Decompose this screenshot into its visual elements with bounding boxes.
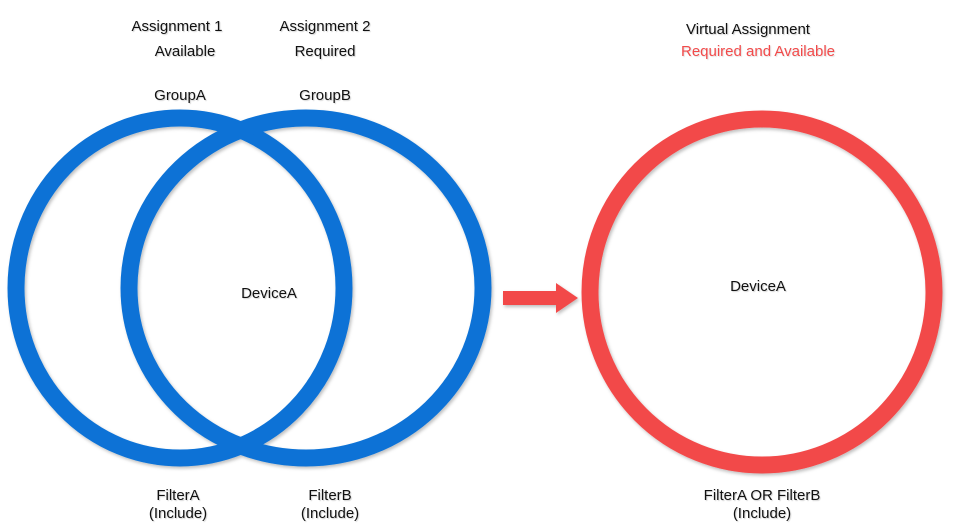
assignment-1-title: Assignment 1 <box>131 18 223 35</box>
assignment-2-intent: Required <box>294 43 356 60</box>
filter-b-mode: (Include) <box>300 505 360 522</box>
filter-b-name: FilterB <box>308 487 352 504</box>
virtual-assignment-ring <box>581 110 943 474</box>
virtual-filter-mode: (Include) <box>732 505 792 522</box>
overlap-device-label: DeviceA <box>241 285 297 302</box>
filter-a-mode: (Include) <box>148 505 208 522</box>
virtual-filter-block: FilterA OR FilterB (Include) <box>704 487 821 523</box>
virtual-assignment-title: Virtual Assignment <box>686 21 810 38</box>
filter-b-block: FilterB (Include) <box>301 487 359 523</box>
group-b-ring <box>120 109 492 467</box>
right-arrow-icon <box>503 283 578 313</box>
group-a-ring <box>7 109 353 467</box>
filter-a-name: FilterA <box>156 487 200 504</box>
group-a-label: GroupA <box>154 87 206 104</box>
assignment-1-intent: Available <box>154 43 216 60</box>
virtual-filter-name: FilterA OR FilterB <box>703 487 821 504</box>
filter-a-block: FilterA (Include) <box>149 487 207 523</box>
assignment-2-title: Assignment 2 <box>279 18 371 35</box>
group-b-label: GroupB <box>299 87 351 104</box>
virtual-assignment-intent: Required and Available <box>680 43 836 60</box>
virtual-device-label: DeviceA <box>730 278 786 295</box>
